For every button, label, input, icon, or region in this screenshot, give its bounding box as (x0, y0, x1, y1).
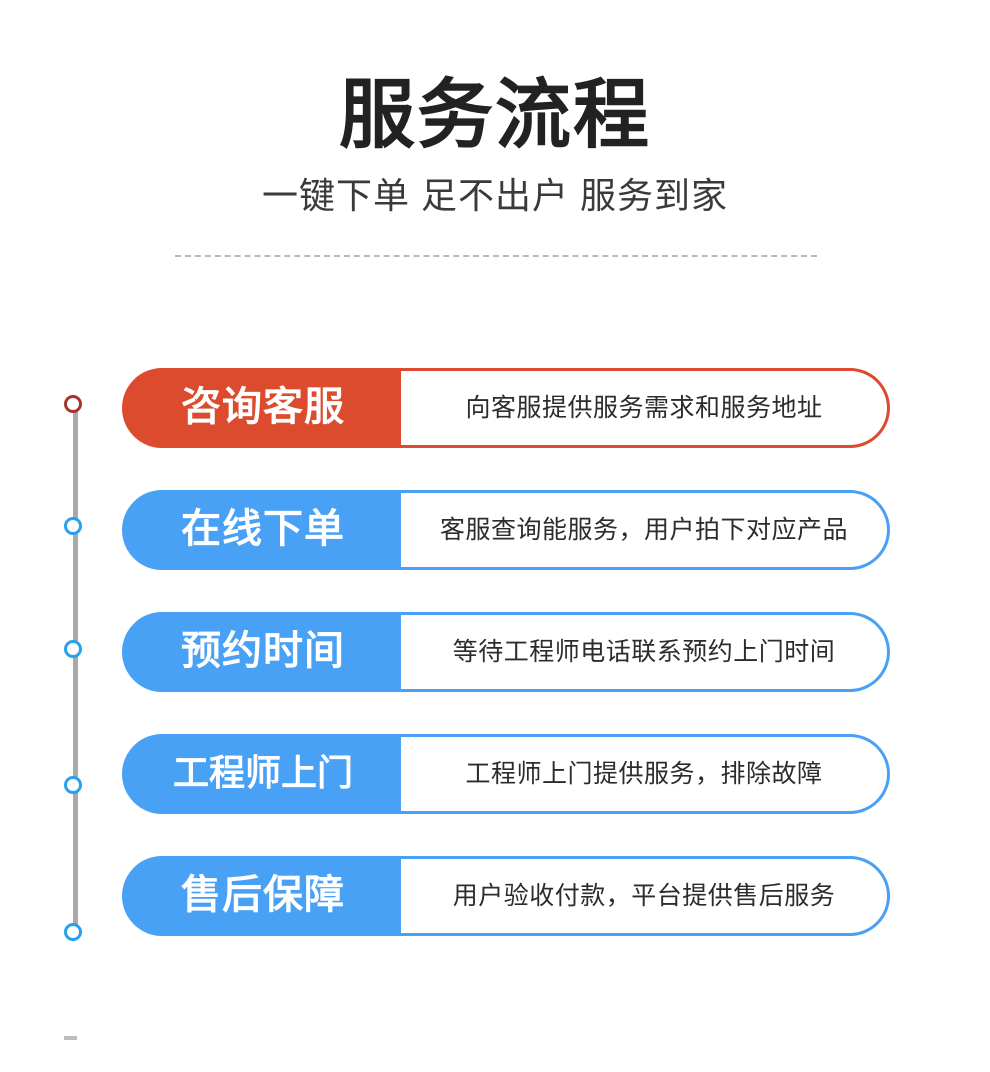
step-label-1: 咨询客服 (181, 385, 345, 429)
step-row-4[interactable]: 工程师上门 工程师上门提供服务，排除故障 (122, 734, 890, 814)
step-description-5: 用户验收付款，平台提供售后服务 (401, 859, 887, 933)
step-row-1[interactable]: 咨询客服 向客服提供服务需求和服务地址 (122, 368, 890, 448)
page-title: 服务流程 (339, 73, 651, 158)
header: 服务流程 一键下单 足不出户 服务到家 (0, 0, 990, 217)
timeline-end-tick (64, 1036, 77, 1040)
step-label-5: 售后保障 (181, 873, 345, 917)
step-row-5[interactable]: 售后保障 用户验收付款，平台提供售后服务 (122, 856, 890, 936)
header-divider (175, 255, 817, 257)
timeline-line (73, 401, 78, 936)
timeline-dot-2 (64, 517, 82, 535)
page-subtitle: 一键下单 足不出户 服务到家 (261, 174, 728, 216)
step-description-2: 客服查询能服务，用户拍下对应产品 (401, 493, 887, 567)
step-list: 咨询客服 向客服提供服务需求和服务地址 在线下单 客服查询能服务，用户拍下对应产… (122, 368, 890, 936)
step-row-2[interactable]: 在线下单 客服查询能服务，用户拍下对应产品 (122, 490, 890, 570)
step-label-2: 在线下单 (181, 507, 345, 551)
timeline-dot-3 (64, 640, 82, 658)
step-row-3[interactable]: 预约时间 等待工程师电话联系预约上门时间 (122, 612, 890, 692)
step-label-3: 预约时间 (181, 629, 345, 673)
timeline-dot-5 (64, 923, 82, 941)
timeline-dot-4 (64, 776, 82, 794)
timeline-dot-1 (64, 395, 82, 413)
step-description-4: 工程师上门提供服务，排除故障 (401, 737, 887, 811)
step-description-3: 等待工程师电话联系预约上门时间 (401, 615, 887, 689)
step-label-4: 工程师上门 (172, 752, 353, 793)
timeline-rail (64, 395, 88, 941)
step-description-1: 向客服提供服务需求和服务地址 (401, 371, 887, 445)
